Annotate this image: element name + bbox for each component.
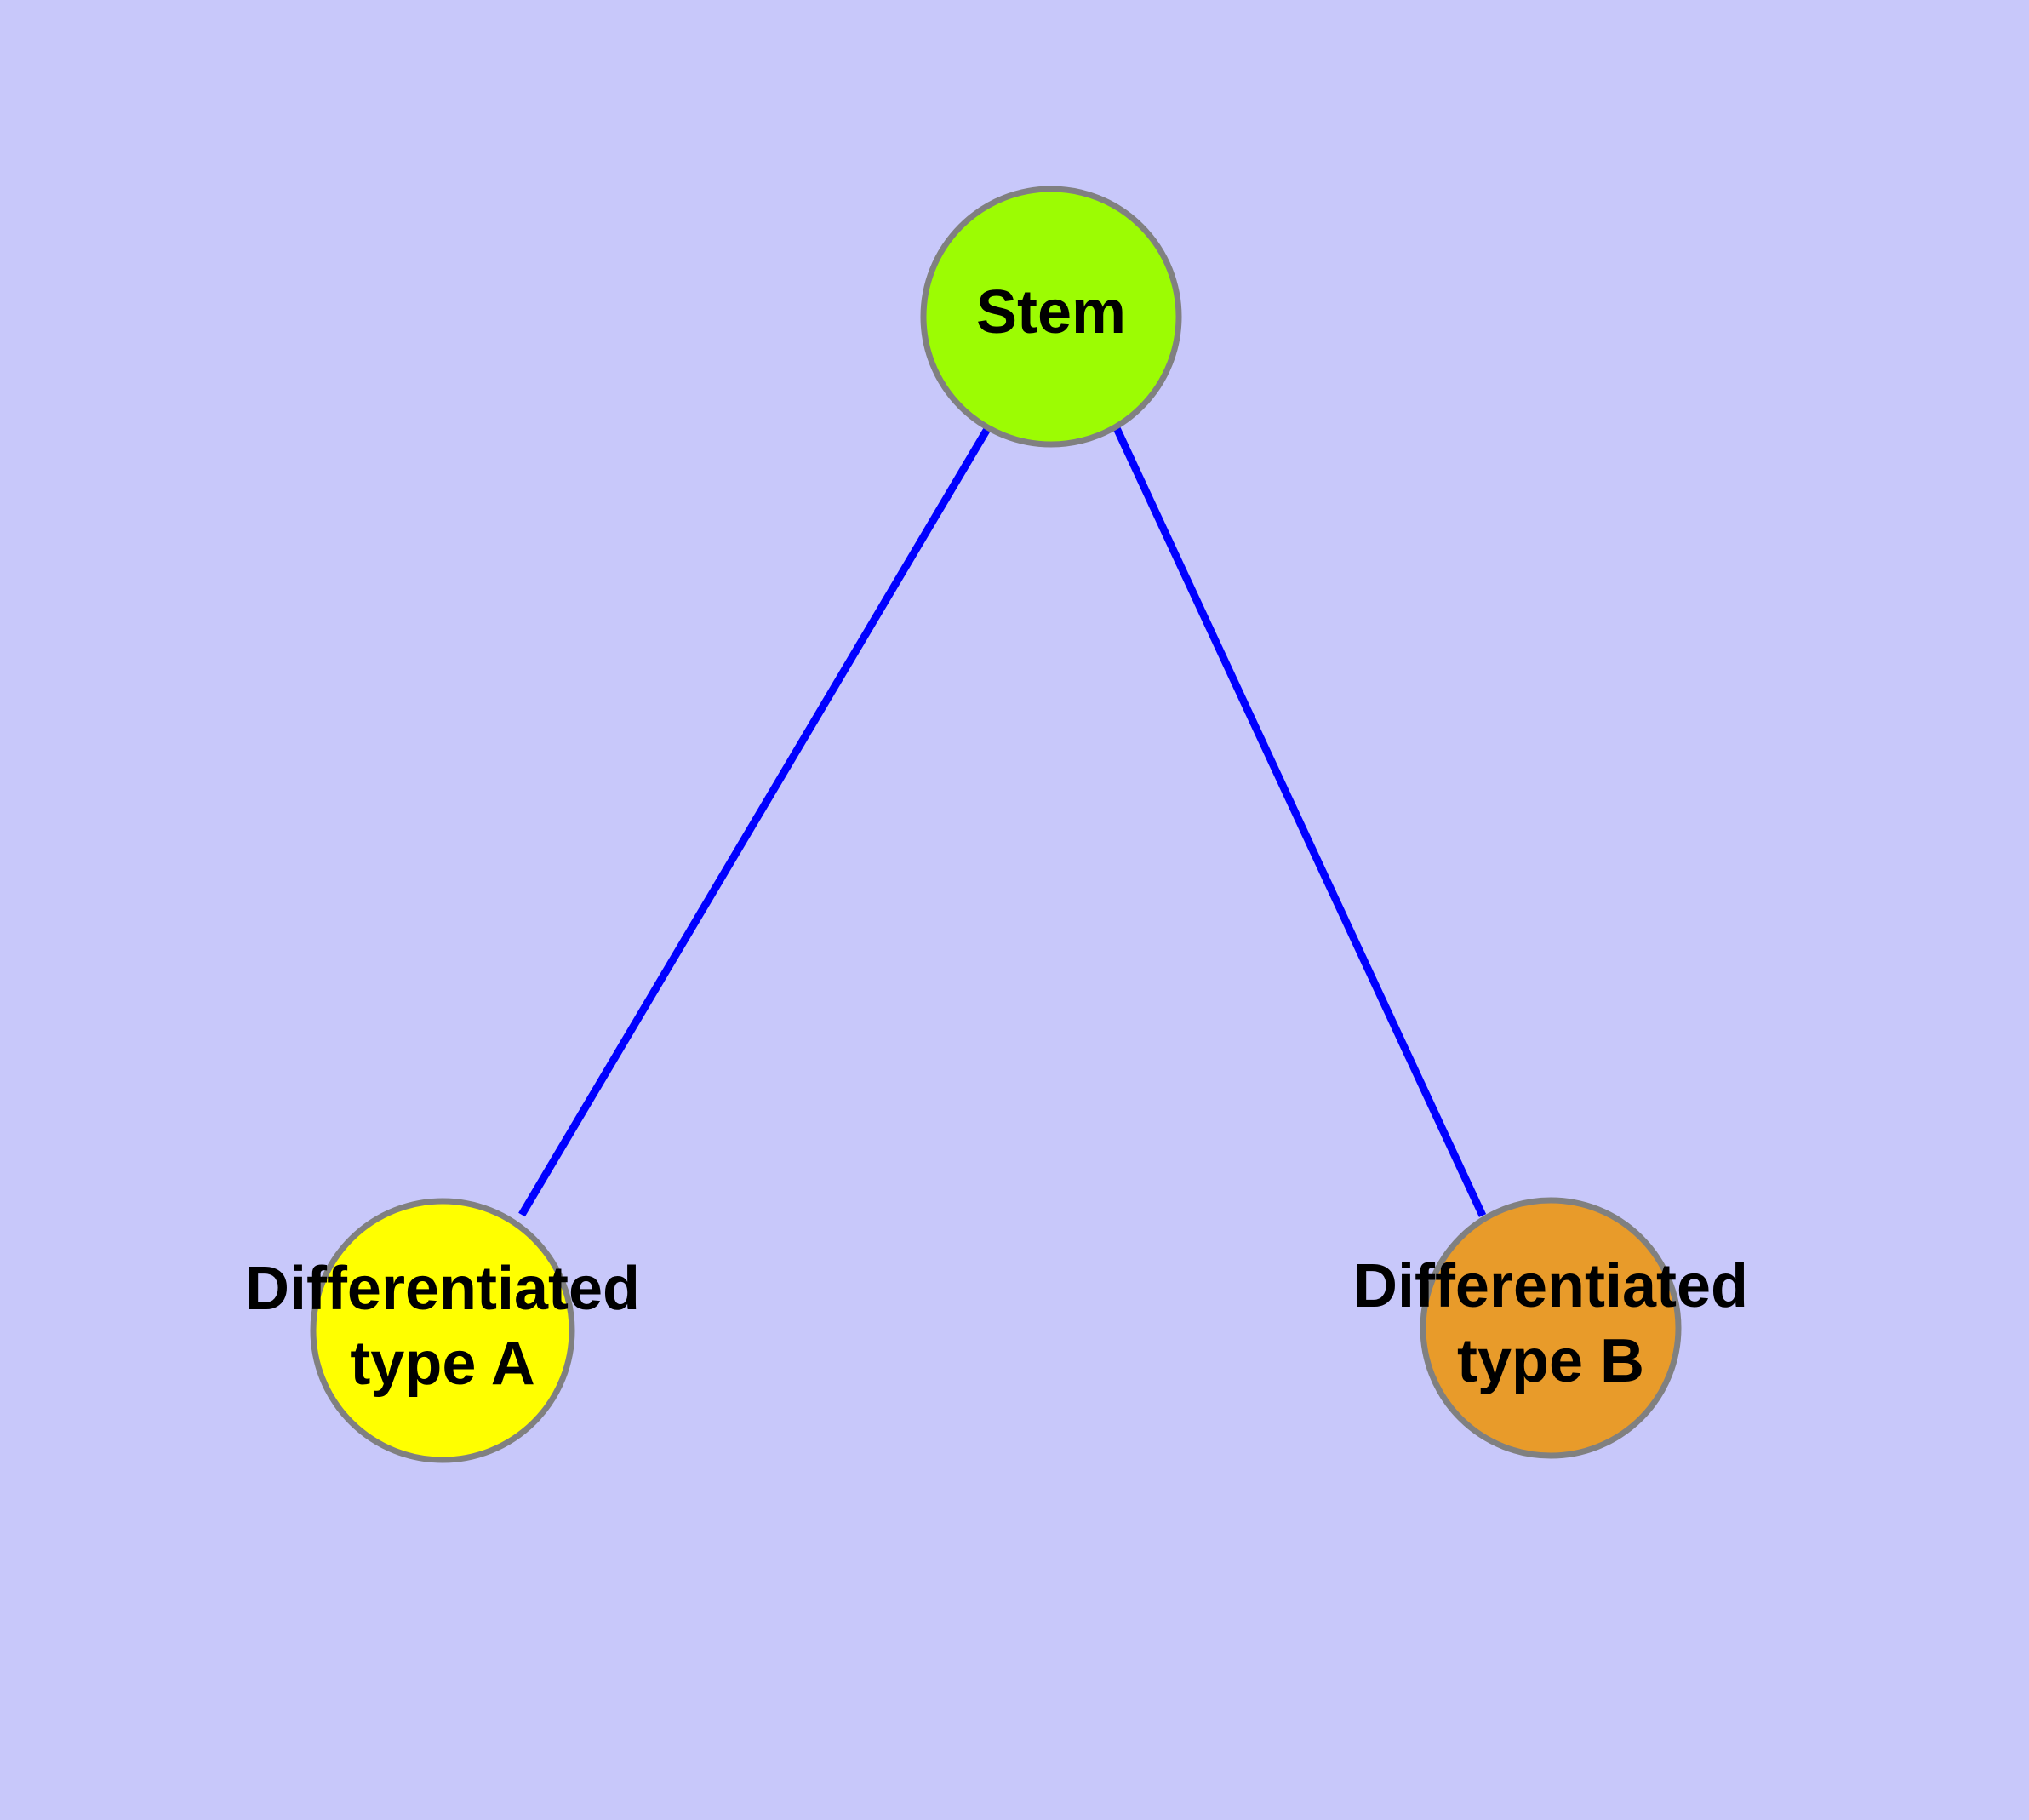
node-label-line: Stem [976,278,1126,346]
node-label-stem: Stem [976,278,1126,346]
node-circle-diff_b[interactable] [1420,1197,1682,1459]
edges-layer [518,426,1487,1217]
edge-stem-diff-a[interactable] [518,426,991,1217]
node-circle-diff_a[interactable] [310,1198,575,1463]
edge-stem-diff-b[interactable] [1112,426,1487,1217]
node-label-diff_a: Differentiated type A [245,1255,640,1398]
node-label-line: Differentiated [1353,1252,1748,1320]
node-label-diff_b: Differentiated type B [1353,1252,1748,1395]
node-circle-stem[interactable] [920,186,1182,448]
nodes-layer [310,186,1682,1463]
node-label-line: type B [1457,1327,1644,1395]
node-label-line: Differentiated [245,1255,640,1323]
node-label-line: type A [350,1330,534,1398]
